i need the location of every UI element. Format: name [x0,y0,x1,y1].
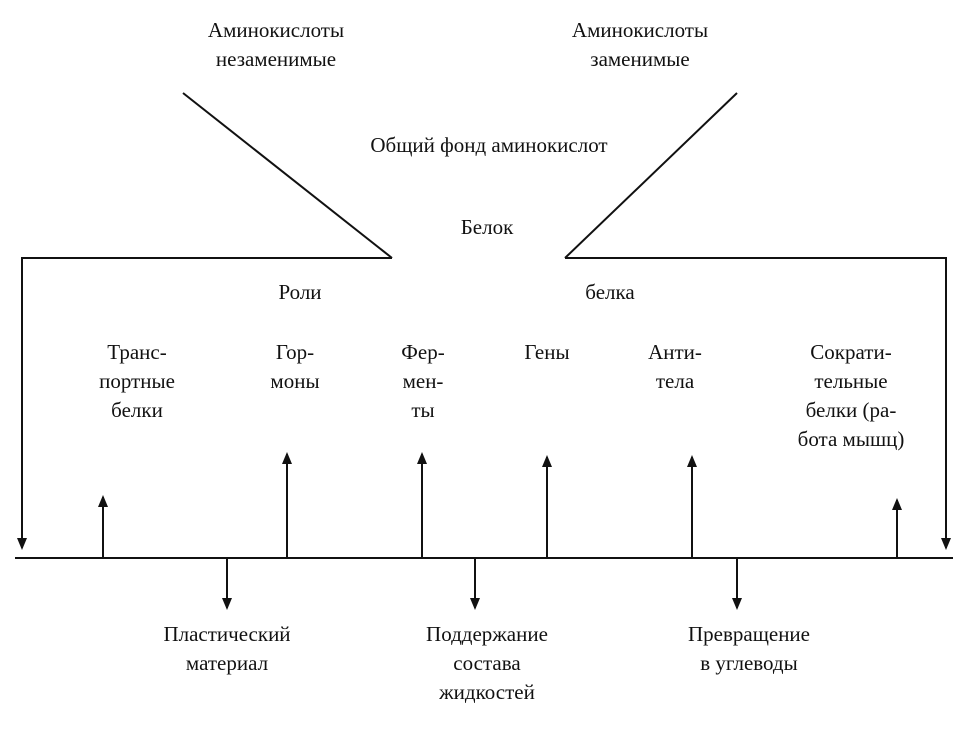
label-fluid-composition: Поддержание состава жидкостей [426,622,548,704]
label-enzymes: Фер- мен- ты [401,340,445,422]
label-hormones: Гор- моны [270,340,320,393]
label-plastic-material: Пластический материал [163,622,291,675]
label-antibodies: Анти- тела [648,340,702,393]
label-transport-proteins: Транс- портные белки [99,340,175,422]
label-genes: Гены [524,340,570,364]
label-amino-essential: Аминокислоты незаменимые [207,18,345,71]
label-common-pool: Общий фонд аминокислот [370,133,608,157]
right-bracket-line [565,257,951,550]
label-contractile-proteins: Сократи- тельные белки (ра- бота мышц) [797,340,905,451]
left-bracket-line [17,257,392,550]
label-protein: Белок [460,215,514,239]
label-amino-nonessential: Аминокислоты заменимые [571,18,709,71]
right-diagonal-line [564,92,738,259]
label-roles-left: Роли [278,280,322,304]
left-diagonal-line [182,92,393,259]
label-roles-right: белка [585,280,635,304]
label-to-carbohydrates: Превращение в углеводы [687,622,810,675]
